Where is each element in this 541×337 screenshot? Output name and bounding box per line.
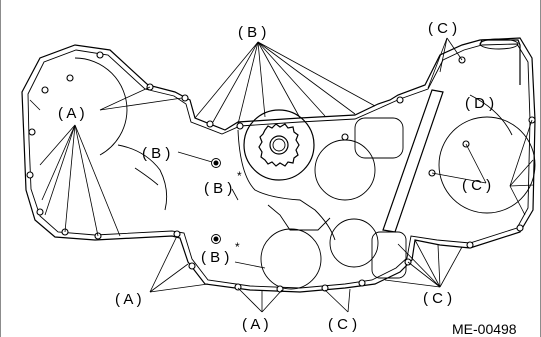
bolt-a-05 xyxy=(36,208,44,216)
bolt-a-11 xyxy=(234,283,242,291)
leader-lines-c-top xyxy=(427,37,463,89)
left-cover-curve-2 xyxy=(134,167,159,186)
sprocket-gear xyxy=(258,123,300,167)
asterisk-1: * xyxy=(237,169,242,183)
leader-lines-b-mid xyxy=(177,151,266,269)
bolt-center-1 xyxy=(341,133,349,141)
bolt-b-04 xyxy=(173,230,181,238)
bolt-a-02 xyxy=(41,86,49,94)
lower-block xyxy=(371,231,407,279)
right-tube-top xyxy=(479,38,519,50)
left-cover-curve xyxy=(117,144,168,211)
marker-hole-1-ring xyxy=(211,158,221,168)
bolt-a-12 xyxy=(276,285,284,293)
label-a-bottom-left: ( A ) xyxy=(115,291,142,308)
label-b-mid-left: ( B ) xyxy=(142,145,170,162)
tensioner-arm xyxy=(382,89,444,233)
left-pulley-arc xyxy=(74,57,128,156)
bolt-a-09 xyxy=(96,51,104,59)
label-b-lower: ( B ) xyxy=(201,249,229,266)
bolt-c-02 xyxy=(358,279,366,287)
marker-hole-2 xyxy=(213,236,219,242)
center-bracket xyxy=(267,204,331,231)
leader-lines-c-bottom xyxy=(324,239,463,313)
bolt-a-04 xyxy=(26,171,34,179)
marker-hole-1 xyxy=(213,160,219,166)
crank-pulley xyxy=(260,228,322,290)
bolt-c-04 xyxy=(466,241,474,249)
center-cover-outline xyxy=(237,129,336,241)
idler-pulley-1 xyxy=(314,139,376,201)
label-b-top: ( B ) xyxy=(238,24,266,41)
label-d: ( D ) xyxy=(465,95,494,112)
leader-lines-a-left xyxy=(29,86,183,237)
marker-hole-2-ring xyxy=(211,234,221,244)
asterisk-2: * xyxy=(235,240,240,254)
label-b-center: ( B ) xyxy=(204,180,232,197)
label-a-bottom: ( A ) xyxy=(242,316,269,333)
bolt-c-top xyxy=(396,96,404,104)
upper-block xyxy=(354,117,404,159)
bolt-a-01 xyxy=(66,74,74,82)
cam-sprocket-circle xyxy=(243,109,315,181)
label-c-top: ( C ) xyxy=(428,20,457,37)
bolt-a-10 xyxy=(188,262,196,270)
right-pulley xyxy=(438,116,536,214)
sprocket-hub xyxy=(269,135,289,155)
leader-lines-c-right xyxy=(431,119,535,216)
bolt-a-03 xyxy=(28,128,36,136)
leader-lines-a-bottom xyxy=(149,235,283,313)
figure-code: ME-00498 xyxy=(452,321,517,337)
right-inner-curve xyxy=(469,94,513,136)
leader-lines-b-top xyxy=(194,41,376,125)
label-c-bottom-right: ( C ) xyxy=(423,290,452,307)
label-c-bottom: ( C ) xyxy=(328,316,357,333)
sprocket-bore xyxy=(272,138,286,152)
bolt-b-01 xyxy=(181,94,189,102)
idler-pulley-2 xyxy=(329,218,379,268)
bolt-c-01 xyxy=(321,284,329,292)
bolt-b-02 xyxy=(206,120,214,128)
bolt-c-05 xyxy=(516,224,524,232)
label-c-right: ( C ) xyxy=(462,177,491,194)
bolt-b-03 xyxy=(236,122,244,130)
label-a-left: ( A ) xyxy=(58,105,85,122)
